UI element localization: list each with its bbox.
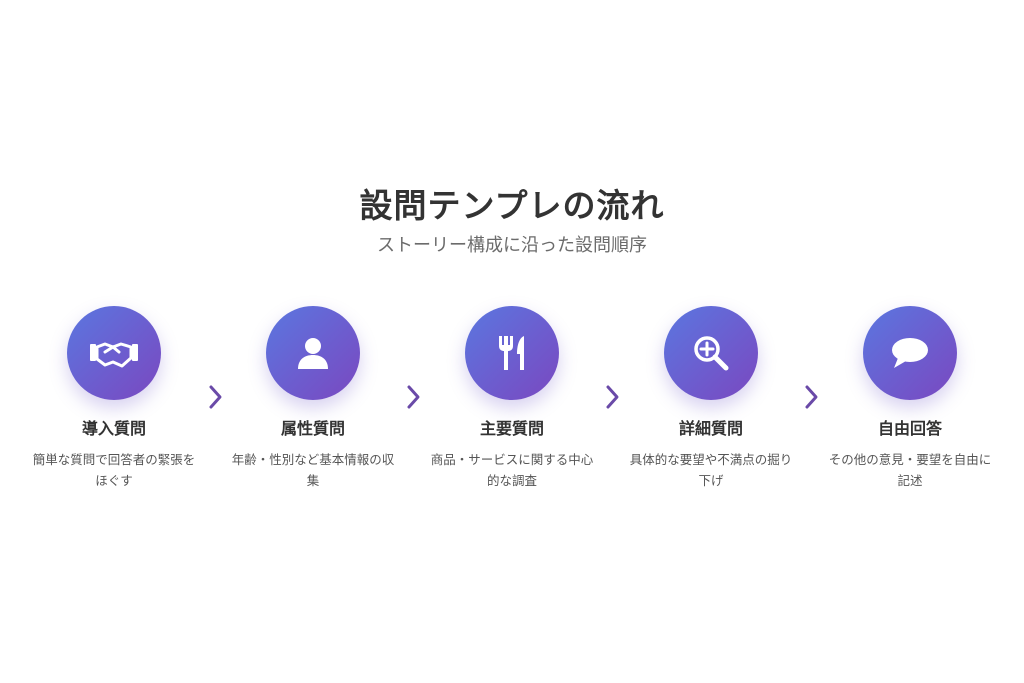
chevron-right-icon xyxy=(605,384,621,410)
step-main: 主要質問 商品・サービスに関する中心的な調査 xyxy=(423,306,601,491)
step-description: 簡単な質問で回答者の緊張をほぐす xyxy=(32,452,196,488)
chevron-right-icon xyxy=(406,384,422,410)
step-intro: 導入質問 簡単な質問で回答者の緊張をほぐす xyxy=(25,306,203,491)
page-subtitle: ストーリー構成に沿った設問順序 xyxy=(377,235,647,256)
step-icon-circle xyxy=(863,306,957,400)
step-icon-circle xyxy=(465,306,559,400)
step-icon-circle xyxy=(266,306,360,400)
step-title: 導入質問 xyxy=(81,419,146,438)
step-title: 自由回答 xyxy=(877,419,942,438)
step-description: 商品・サービスに関する中心的な調査 xyxy=(430,452,594,488)
chevron-right-icon xyxy=(208,384,224,410)
step-icon-circle xyxy=(67,306,161,400)
handshake-icon xyxy=(89,338,139,368)
step-details: 詳細質問 具体的な要望や不満点の掘り下げ xyxy=(622,306,800,491)
step-description: その他の意見・要望を自由に記述 xyxy=(828,452,992,488)
chevron-right-icon xyxy=(804,384,820,410)
page-title: 設問テンプレの流れ xyxy=(359,186,665,225)
step-icon-circle xyxy=(664,306,758,400)
comment-icon xyxy=(890,336,930,370)
step-description: 具体的な要望や不満点の掘り下げ xyxy=(629,452,793,488)
user-icon xyxy=(295,335,331,371)
search-plus-icon xyxy=(692,334,730,372)
utensils-icon xyxy=(494,334,530,372)
step-attributes: 属性質問 年齢・性別など基本情報の収集 xyxy=(224,306,402,491)
step-description: 年齢・性別など基本情報の収集 xyxy=(231,452,395,488)
step-title: 属性質問 xyxy=(280,419,345,438)
step-free-answer: 自由回答 その他の意見・要望を自由に記述 xyxy=(821,306,999,491)
step-title: 主要質問 xyxy=(479,419,544,438)
step-title: 詳細質問 xyxy=(678,419,743,438)
step-flow: 導入質問 簡単な質問で回答者の緊張をほぐす 属性質問 年齢・性別など基本情報の収… xyxy=(0,306,1024,506)
